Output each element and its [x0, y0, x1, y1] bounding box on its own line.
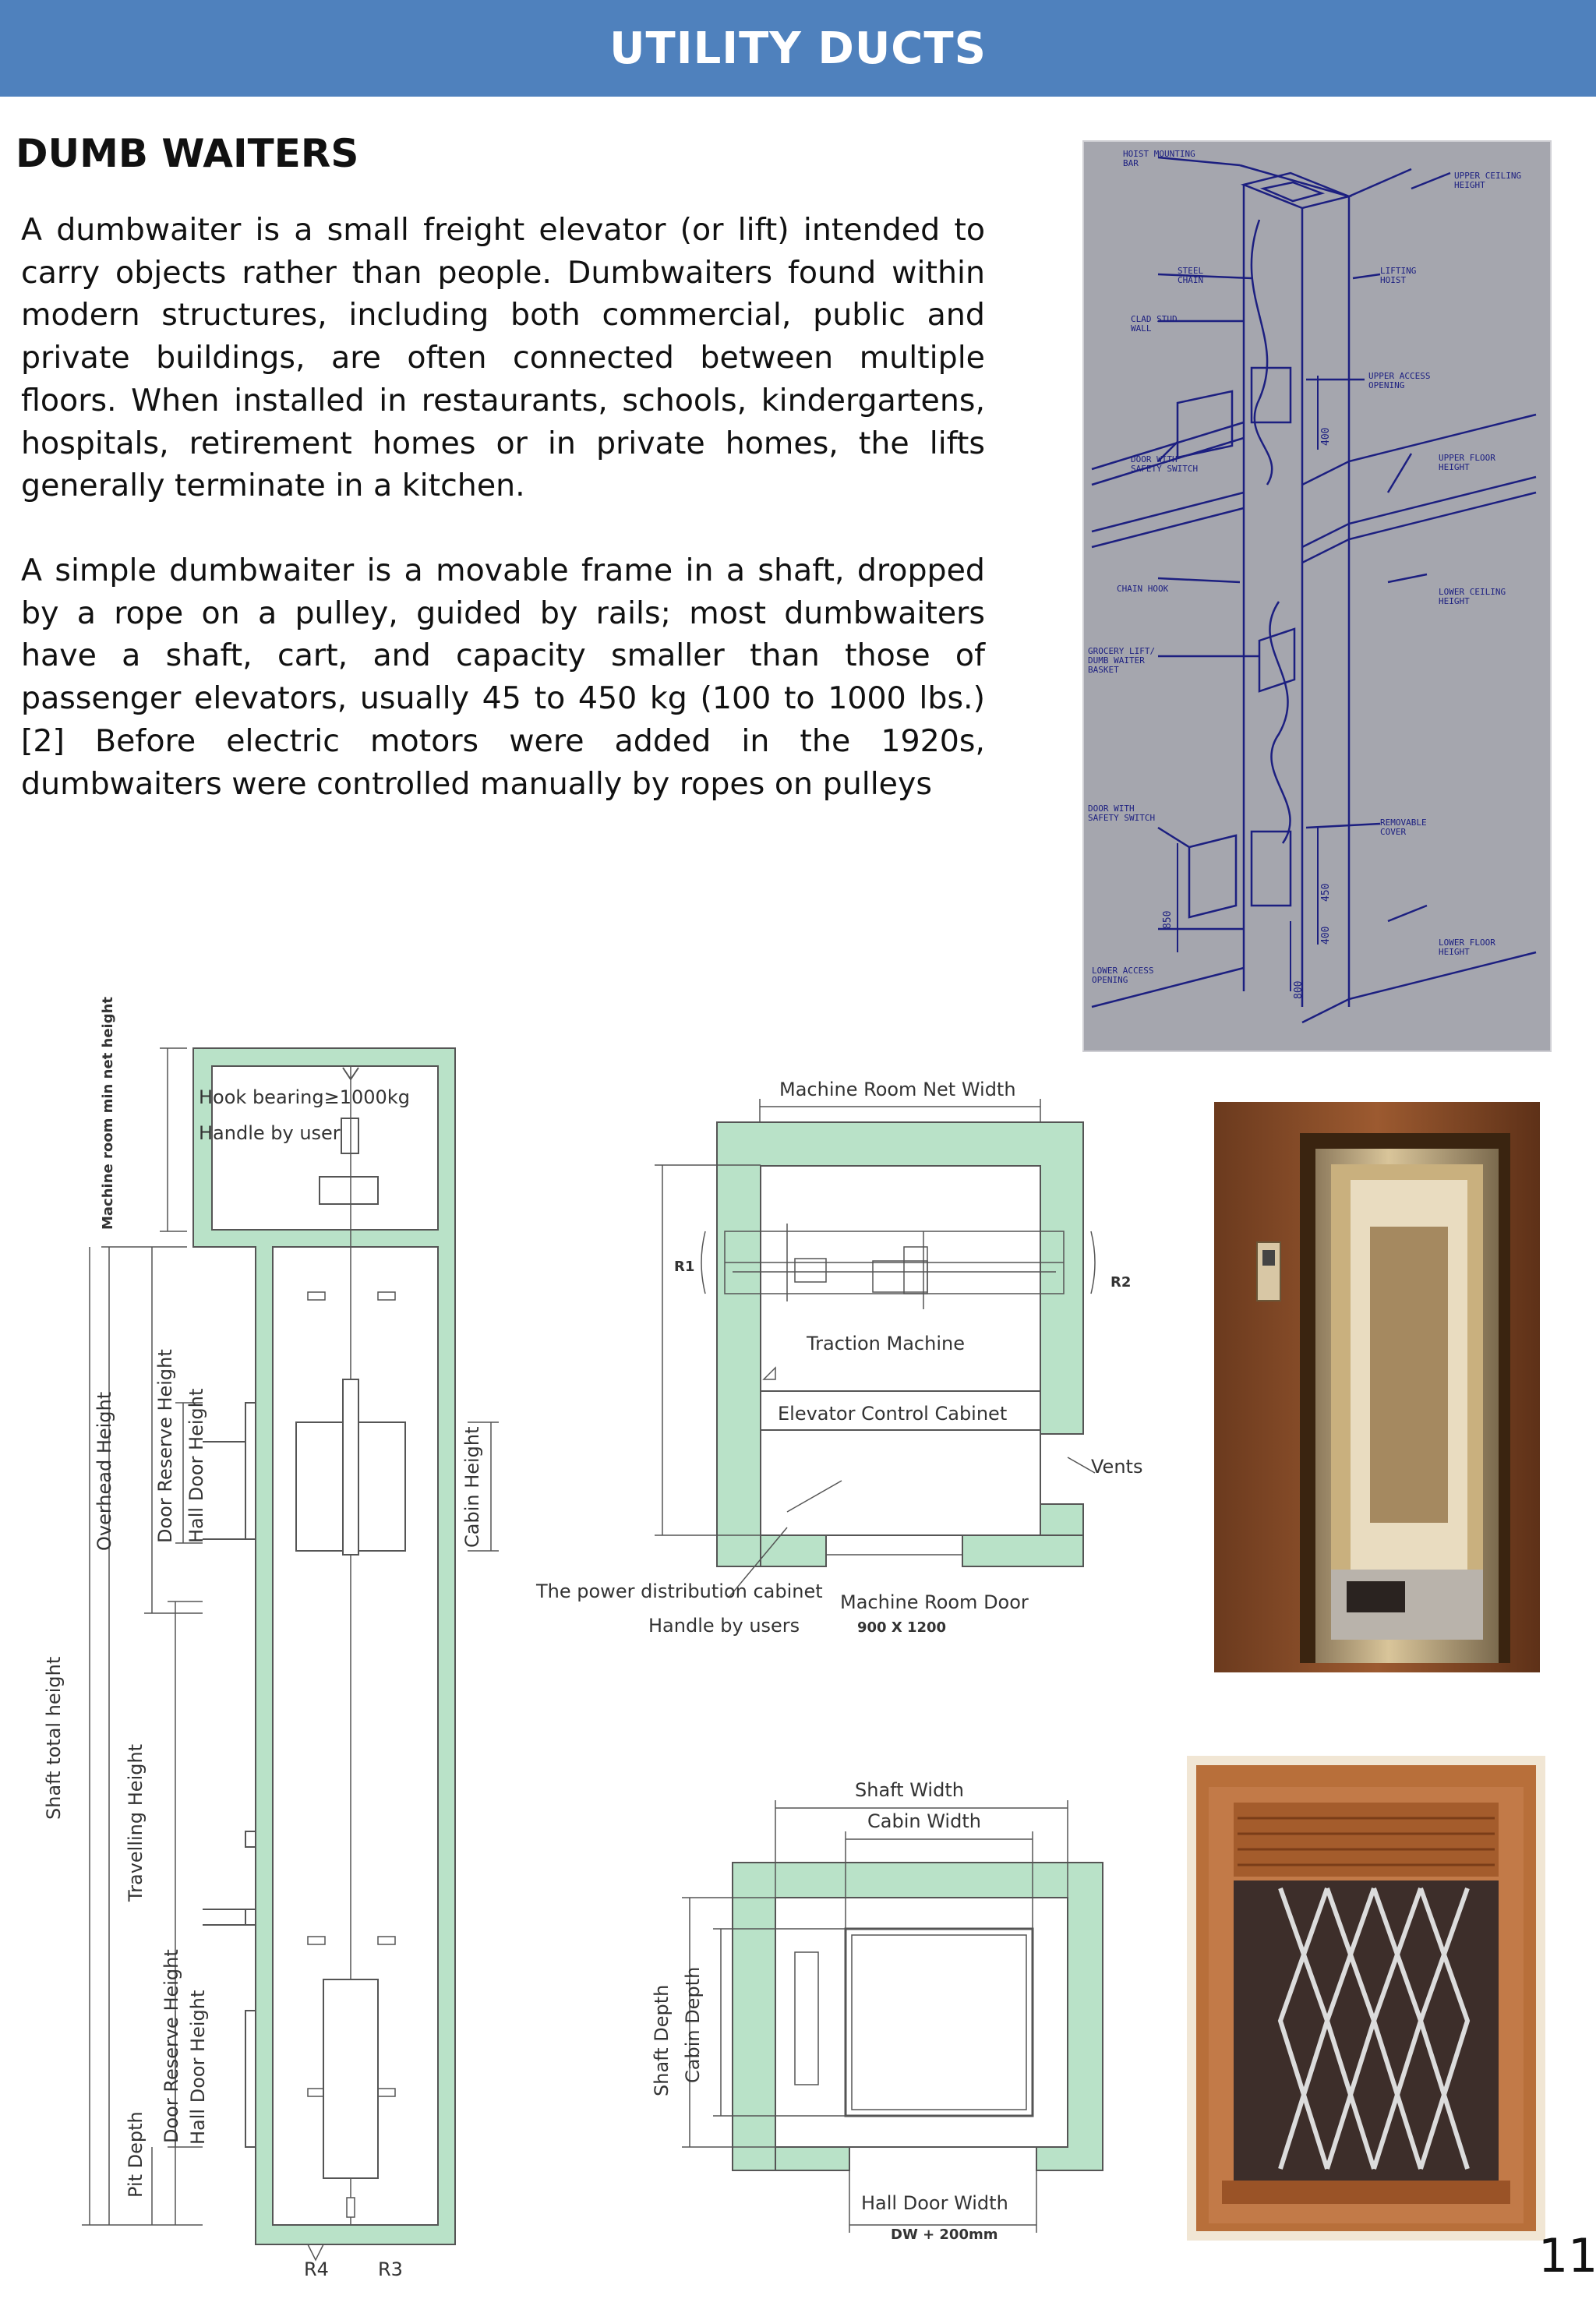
label-shaft-total-height: Shaft total height [43, 1656, 65, 1820]
iso-label-hoist-bar: HOIST MOUNTING BAR [1123, 149, 1195, 168]
elevation-drawing [82, 1047, 499, 2262]
page-number: 11 [1538, 2229, 1596, 2283]
label-hall-door-formula: DW + 200mm [891, 2227, 998, 2243]
machine-room-plan-diagram: Machine Room Net Width R1 R2 Traction Ma… [530, 1068, 1153, 1660]
label-door-reserve-height-bottom: Door Reserve Height [161, 1949, 182, 2143]
label-handle-by-user: Handle by user [199, 1122, 341, 1144]
label-power-distribution-cabinet: The power distribution cabinet [536, 1580, 823, 1602]
iso-label-chain-hook: CHAIN HOOK [1117, 584, 1169, 594]
shaft-plan-drawing [682, 1800, 1103, 2233]
label-vents: Vents [1091, 1456, 1143, 1478]
label-cabin-width: Cabin Width [867, 1810, 981, 1832]
iso-label-lower-floor: LOWER FLOOR HEIGHT [1439, 938, 1495, 957]
label-cabin-depth: Cabin Depth [682, 1966, 704, 2083]
body-paragraph-2: A simple dumbwaiter is a movable frame i… [21, 553, 985, 802]
shaft-plan-diagram: Shaft Width Cabin Width Shaft Depth Cabi… [643, 1765, 1110, 2295]
iso-dim-800: 800 [1293, 980, 1305, 999]
label-shaft-depth: Shaft Depth [651, 1984, 673, 2096]
label-r4: R4 [304, 2258, 329, 2280]
iso-label-upper-floor: UPPER FLOOR HEIGHT [1439, 453, 1495, 472]
label-machine-room-door: Machine Room Door [840, 1591, 1029, 1613]
iso-label-clad-stud: CLAD STUD WALL [1131, 314, 1178, 334]
label-machine-room-height: Machine room min net height [100, 996, 116, 1230]
elevator-door-photo [1214, 1102, 1540, 1672]
body-paragraph-1: A dumbwaiter is a small freight elevator… [21, 212, 985, 504]
iso-label-lower-access: LOWER ACCESS OPENING [1092, 966, 1154, 985]
iso-label-steel-chain: STEEL CHAIN [1178, 266, 1204, 285]
iso-dim-400-lower: 400 [1320, 926, 1332, 945]
iso-dim-850: 850 [1162, 910, 1174, 929]
elevator-photo-illustration [1214, 1102, 1540, 1672]
label-overhead-height: Overhead Height [94, 1391, 115, 1551]
label-hook-bearing: Hook bearing≥1000kg [199, 1086, 410, 1108]
label-travelling-height: Travelling Height [125, 1743, 147, 1902]
iso-label-grocery-lift: GROCERY LIFT/ DUMB WAITER BASKET [1088, 646, 1156, 675]
dumbwaiter-photo-illustration [1187, 1756, 1545, 2241]
label-cabin-height: Cabin Height [461, 1426, 483, 1548]
iso-label-door-switch-lower: DOOR WITH SAFETY SWITCH [1088, 803, 1156, 823]
label-machine-room-net-width: Machine Room Net Width [779, 1079, 1016, 1100]
iso-label-removable-cover: REMOVABLE COVER [1380, 818, 1427, 837]
iso-dim-450: 450 [1320, 883, 1332, 902]
label-hall-door-height-bottom: Hall Door Height [187, 1990, 209, 2145]
header-banner: UTILITY DUCTS [0, 0, 1596, 97]
label-shaft-width: Shaft Width [855, 1779, 964, 1801]
label-hall-door-width: Hall Door Width [861, 2192, 1008, 2214]
label-r2: R2 [1110, 1274, 1132, 1291]
iso-label-lifting-hoist: LIFTING HOIST [1380, 266, 1417, 285]
isometric-sketch [1091, 156, 1537, 1024]
dumbwaiter-isometric-drawing: HOIST MOUNTING BAR STEEL CHAIN CLAD STUD… [1082, 140, 1552, 1052]
label-hall-door-height-top: Hall Door Height [185, 1388, 207, 1543]
machine-room-drawing [655, 1099, 1096, 1598]
dumbwaiter-hatch-photo [1187, 1756, 1545, 2241]
iso-dim-400-upper: 400 [1320, 427, 1332, 446]
label-door-reserve-height-top: Door Reserve Height [154, 1349, 176, 1543]
label-pit-depth: Pit Depth [125, 2111, 147, 2198]
label-handle-by-users: Handle by users [648, 1615, 800, 1637]
iso-label-upper-access: UPPER ACCESS OPENING [1368, 371, 1431, 390]
label-r3: R3 [378, 2258, 403, 2280]
iso-label-lower-ceiling: LOWER CEILING HEIGHT [1439, 587, 1506, 606]
label-control-cabinet: Elevator Control Cabinet [778, 1403, 1008, 1425]
iso-label-door-switch-upper: DOOR WITH SAFETY SWITCH [1131, 454, 1199, 474]
page-title: UTILITY DUCTS [609, 23, 987, 74]
elevation-section-diagram: Hook bearing≥1000kg Handle by user Machi… [43, 997, 514, 2291]
section-title: DUMB WAITERS [16, 131, 359, 176]
label-traction-machine: Traction Machine [807, 1333, 965, 1354]
label-r1: R1 [674, 1259, 695, 1275]
iso-label-upper-ceiling: UPPER CEILING HEIGHT [1454, 171, 1522, 190]
label-room-door-size: 900 X 1200 [857, 1619, 947, 1636]
